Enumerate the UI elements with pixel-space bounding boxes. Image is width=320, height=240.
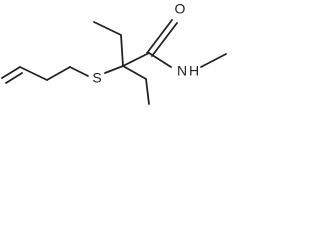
- molecule-diagram: O S N H: [0, 0, 250, 108]
- amide-hydrogen-label: H: [189, 63, 199, 79]
- atom-labels: O S N H: [92, 1, 199, 86]
- structure-svg: O S N H: [1, 1, 227, 105]
- bond-quaternary-c-lower-ethyl: [122, 65, 147, 80]
- bond-allyl-c3-c4: [46, 66, 71, 81]
- bond-lower-ethyl-end: [145, 78, 150, 105]
- bond-carbonyl-o-b: [151, 22, 178, 57]
- sulfur-label: S: [92, 70, 101, 86]
- amide-nitrogen-label: N: [177, 63, 187, 79]
- bond-quaternary-c-upper-ethyl: [120, 34, 124, 67]
- bond-n-methyl: [200, 53, 227, 68]
- bond-upper-ethyl-end: [93, 21, 122, 36]
- bond-allyl-c1-c2-a: [1, 66, 21, 79]
- bond-c4-s: [69, 66, 89, 77]
- bond-quaternary-c-carbonyl-c: [122, 52, 150, 67]
- bond-s-quaternary-c: [104, 65, 124, 74]
- bond-carbonyl-o-a: [146, 19, 173, 54]
- bond-allyl-c1-c2-b: [5, 72, 23, 84]
- bonds: [1, 19, 227, 105]
- oxygen-label: O: [175, 1, 186, 17]
- bond-carbonyl-c-n: [148, 52, 172, 68]
- bond-allyl-c2-c3: [19, 66, 48, 81]
